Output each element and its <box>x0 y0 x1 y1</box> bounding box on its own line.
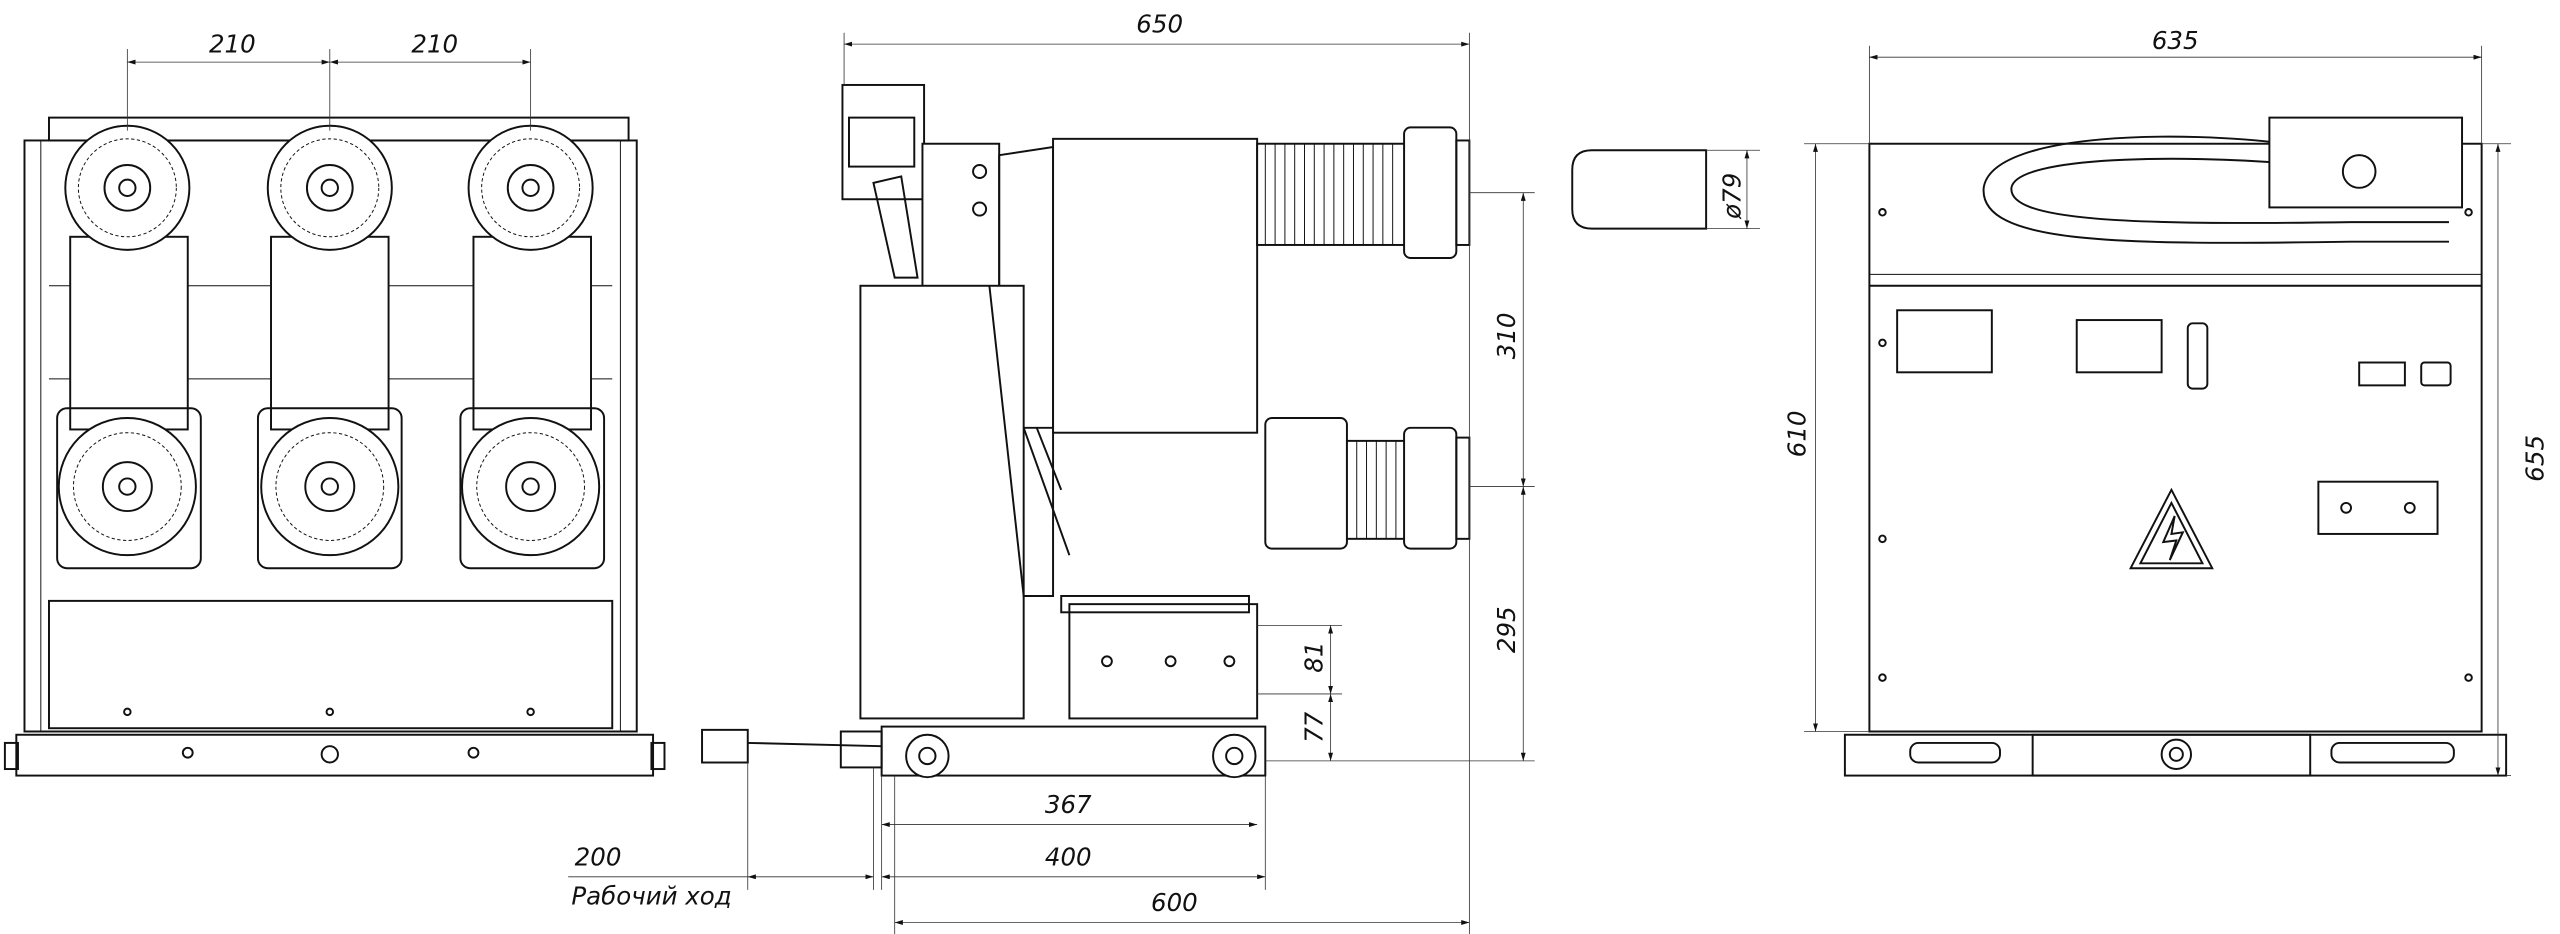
dim-front-pitch-2: 210 <box>411 29 458 58</box>
side-view: 650 310 295 81 77 367 400 200 Рабочий хо… <box>568 10 1535 934</box>
dim-rear-height-body: 610 <box>1783 410 1812 457</box>
dim-side-truck-length: 400 <box>1045 842 1092 871</box>
rear-view: 635 610 655 <box>1783 26 2550 777</box>
dim-side-lower-terminal: 295 <box>1492 606 1521 653</box>
dim-contact-diameter: ø79 <box>1717 173 1746 220</box>
dim-side-base-length: 600 <box>1151 888 1198 917</box>
dim-side-truck-77: 77 <box>1299 711 1328 743</box>
dim-rear-width: 635 <box>2152 26 2199 55</box>
contact-detail: ø79 <box>1571 149 1760 230</box>
bottom-bushings <box>57 417 601 557</box>
working-stroke-label: Рабочий ход <box>571 882 731 911</box>
dim-front-pitch-1: 210 <box>209 29 256 58</box>
dim-side-truck-81: 81 <box>1299 642 1328 673</box>
dim-side-wheelbase: 367 <box>1045 790 1092 819</box>
dim-side-pole-spacing: 310 <box>1492 313 1521 360</box>
dim-side-overall-depth: 650 <box>1136 10 1183 39</box>
front-view: 210 210 <box>3 29 666 777</box>
dim-working-stroke: 200 <box>575 842 622 871</box>
top-bushings <box>64 124 594 251</box>
dim-rear-height-total: 655 <box>2521 435 2550 482</box>
